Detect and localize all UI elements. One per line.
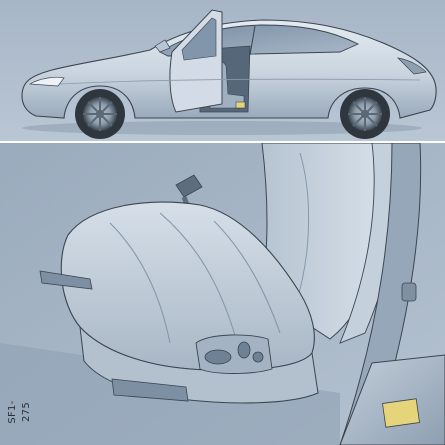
lumbar-switch xyxy=(253,352,263,362)
figure-code: SF1-275 xyxy=(6,392,20,432)
car-side-svg xyxy=(0,0,445,141)
seat-control-panel xyxy=(196,335,272,374)
seat-closeup-illustration xyxy=(0,143,445,445)
door-striker xyxy=(402,283,416,301)
seat-closeup-svg xyxy=(0,143,445,445)
rear-wheel xyxy=(340,89,390,139)
sill-label-marker xyxy=(382,399,419,427)
backrest-switch xyxy=(238,342,250,358)
seat-fore-aft-switch xyxy=(205,350,231,364)
car-side-illustration xyxy=(0,0,445,141)
front-wheel xyxy=(75,89,125,139)
sill-label-marker-top xyxy=(236,102,245,108)
